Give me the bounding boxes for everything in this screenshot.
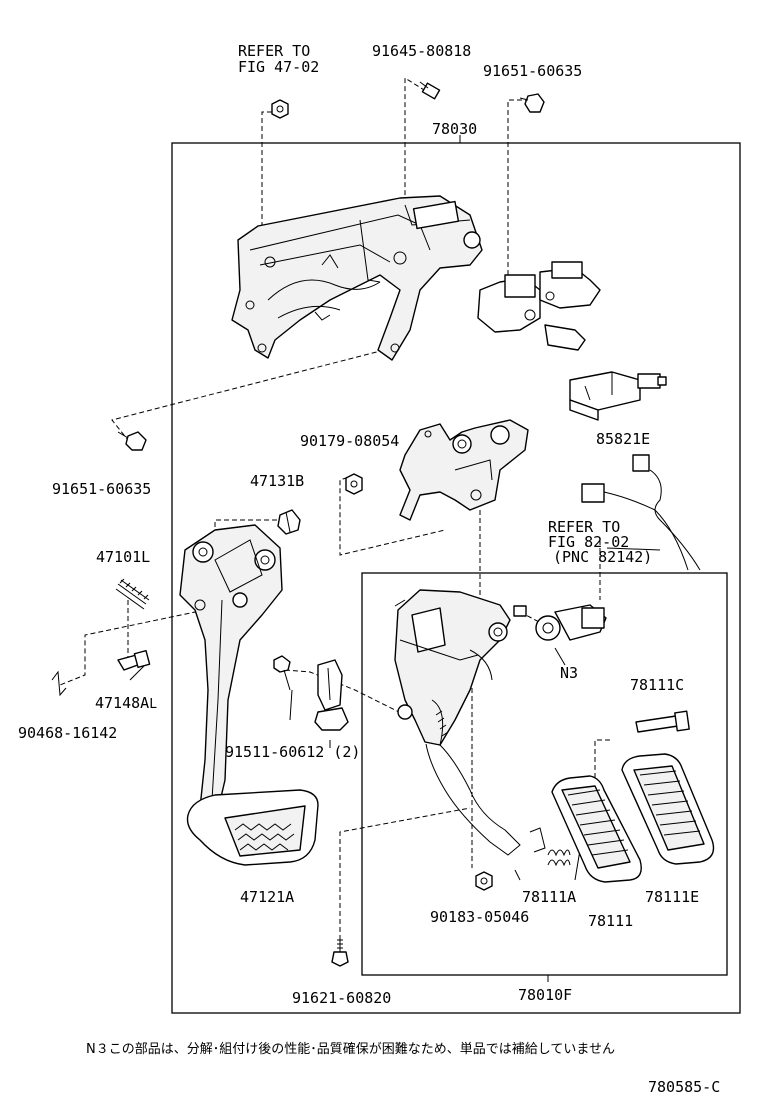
bolt-91651-60635-left [117, 431, 147, 451]
pedal-pad-78111 [551, 775, 642, 883]
label-47121A: 47121A [240, 888, 294, 906]
label-refer-fig-47-02-line1: REFER TO [238, 42, 310, 60]
label-90179-08054: 90179-08054 [300, 432, 399, 450]
label-91651-60635-left: 91651-60635 [52, 480, 151, 498]
label-refer-fig-82-02-line1: REFER TO [548, 518, 620, 536]
sensor-bracket [477, 261, 601, 351]
stop-lamp-switch-85821E [569, 371, 667, 421]
label-90183-05046: 90183-05046 [430, 908, 529, 926]
bolt-91511-60612 [273, 655, 291, 691]
wire-harness [581, 454, 701, 571]
figure-code: 780585-C [648, 1078, 720, 1096]
label-78030: 78030 [432, 120, 477, 138]
nut-90183-05046 [475, 871, 493, 891]
label-78111: 78111 [588, 912, 633, 930]
spring-47101L [115, 578, 150, 610]
label-refer-fig-82-02-line2: FIG 82-02 [548, 533, 629, 551]
clip-90468-16142 [51, 670, 67, 697]
bolt-78111C [635, 710, 690, 733]
leader-lines [59, 77, 661, 940]
pedal-pad-78111E [621, 753, 715, 865]
label-47101L: 47101L [96, 548, 150, 566]
clamp-bracket [314, 659, 349, 731]
position-sensor-N3 [513, 604, 607, 641]
label-refer-fig-47-02-line2: FIG 47-02 [238, 58, 319, 76]
link-bracket [399, 419, 529, 521]
footnote: N３この部品は、分解･組付け後の性能･品質確保が困難なため、単品では補給していま… [86, 1041, 615, 1057]
nut-90179-08054 [345, 473, 363, 495]
accelerator-pedal-arm [394, 589, 521, 856]
label-90468-16142: 90468-16142 [18, 724, 117, 742]
spring-78111A [529, 827, 571, 867]
nut-top-left [271, 99, 289, 119]
label-91621-60820: 91621-60820 [292, 989, 391, 1007]
label-N3: N3 [560, 664, 578, 682]
label-78010F: 78010F [518, 986, 572, 1004]
label-91645-80818: 91645-80818 [372, 42, 471, 60]
label-91651-60635-top: 91651-60635 [483, 62, 582, 80]
label-85821E: 85821E [596, 430, 650, 448]
bolt-47148A [117, 649, 151, 671]
label-47131B: 47131B [250, 472, 304, 490]
stopper-47131B [277, 509, 301, 535]
assembly-78030-frame [171, 142, 741, 1014]
bolt-91621-60820 [331, 938, 349, 967]
brake-pedal [179, 524, 319, 866]
label-78111A: 78111A [522, 888, 576, 906]
assembly-78010F-frame [361, 572, 728, 976]
label-78111C: 78111C [630, 676, 684, 694]
bolt-91651-60635-top [519, 93, 545, 113]
label-refer-fig-82-02-line3: (PNC 82142) [553, 548, 652, 566]
label-91511-60612: 91511-60612 (2) [225, 743, 360, 761]
pedal-support-bracket [231, 195, 483, 361]
label-47148A: 47148AL [95, 694, 157, 712]
bolt-91645-80818 [419, 81, 441, 100]
label-78111E: 78111E [645, 888, 699, 906]
